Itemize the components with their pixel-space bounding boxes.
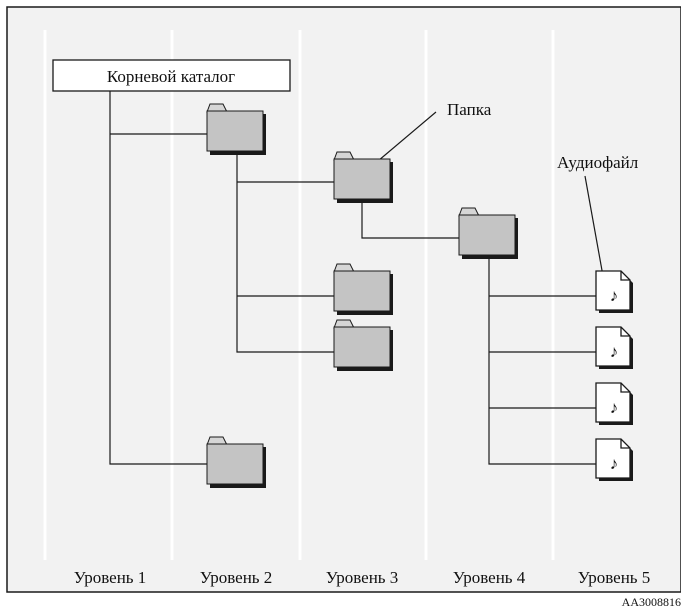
audio-file-icon: ♪ [595,438,634,482]
level-label: Уровень 1 [74,568,147,587]
audio-file-icon: ♪ [595,382,634,426]
audio-files: ♪ ♪ ♪ ♪ [595,270,634,482]
level-label: Уровень 4 [453,568,526,587]
column-dividers [43,30,555,560]
level-label: Уровень 5 [578,568,651,587]
audio-file-icon: ♪ [595,326,634,370]
music-note-icon: ♪ [610,398,619,417]
level-labels: Уровень 1 Уровень 2 Уровень 3 Уровень 4 … [74,568,651,587]
level-label: Уровень 3 [326,568,399,587]
figure-code: AA3008816 [622,595,681,609]
folder-icon [206,436,267,489]
audio-file-icon: ♪ [595,270,634,314]
level-label: Уровень 2 [200,568,273,587]
root-directory-label: Корневой каталог [107,67,235,86]
folder-icon [458,207,519,260]
folder-icon [206,103,267,156]
tree-connectors [109,91,604,465]
music-note-icon: ♪ [610,342,619,361]
audio-file-callout-label: Аудиофайл [557,153,639,172]
folder-icon [333,319,394,372]
folder-icon [333,151,394,204]
folder-icon [333,263,394,316]
folder-callout-label: Папка [447,100,492,119]
music-note-icon: ♪ [610,286,619,305]
music-note-icon: ♪ [610,454,619,473]
root-directory-box [52,59,291,92]
